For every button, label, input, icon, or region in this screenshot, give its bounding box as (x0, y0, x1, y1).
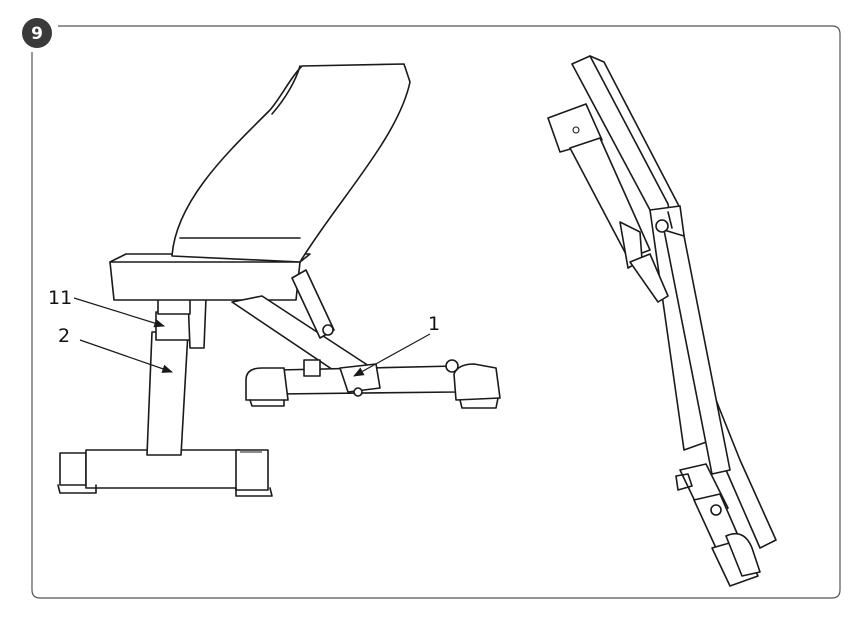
backrest (171, 63, 411, 263)
step-badge: 9 (22, 18, 52, 48)
folded-frame-rail (649, 205, 731, 475)
callout-label-2: 2 (58, 325, 70, 347)
front-foot-bar-1 (245, 359, 501, 409)
folded-top-bracket (547, 103, 669, 303)
folded-bottom-hardware (675, 463, 761, 587)
bench-side-view (57, 63, 501, 497)
frame (31, 25, 841, 599)
callout-2: 2 (58, 325, 174, 373)
rear-upright-2 (146, 331, 189, 456)
bench-folded-view (547, 55, 777, 587)
step-badge-circle (22, 18, 52, 48)
step-number: 9 (31, 24, 43, 44)
backrest-strut (231, 269, 373, 385)
rear-foot-bar (57, 449, 273, 497)
callout-label-1: 1 (428, 313, 440, 335)
callout-1: 1 (353, 313, 440, 377)
callout-label-11: 11 (48, 287, 72, 309)
callout-11: 11 (48, 287, 166, 328)
